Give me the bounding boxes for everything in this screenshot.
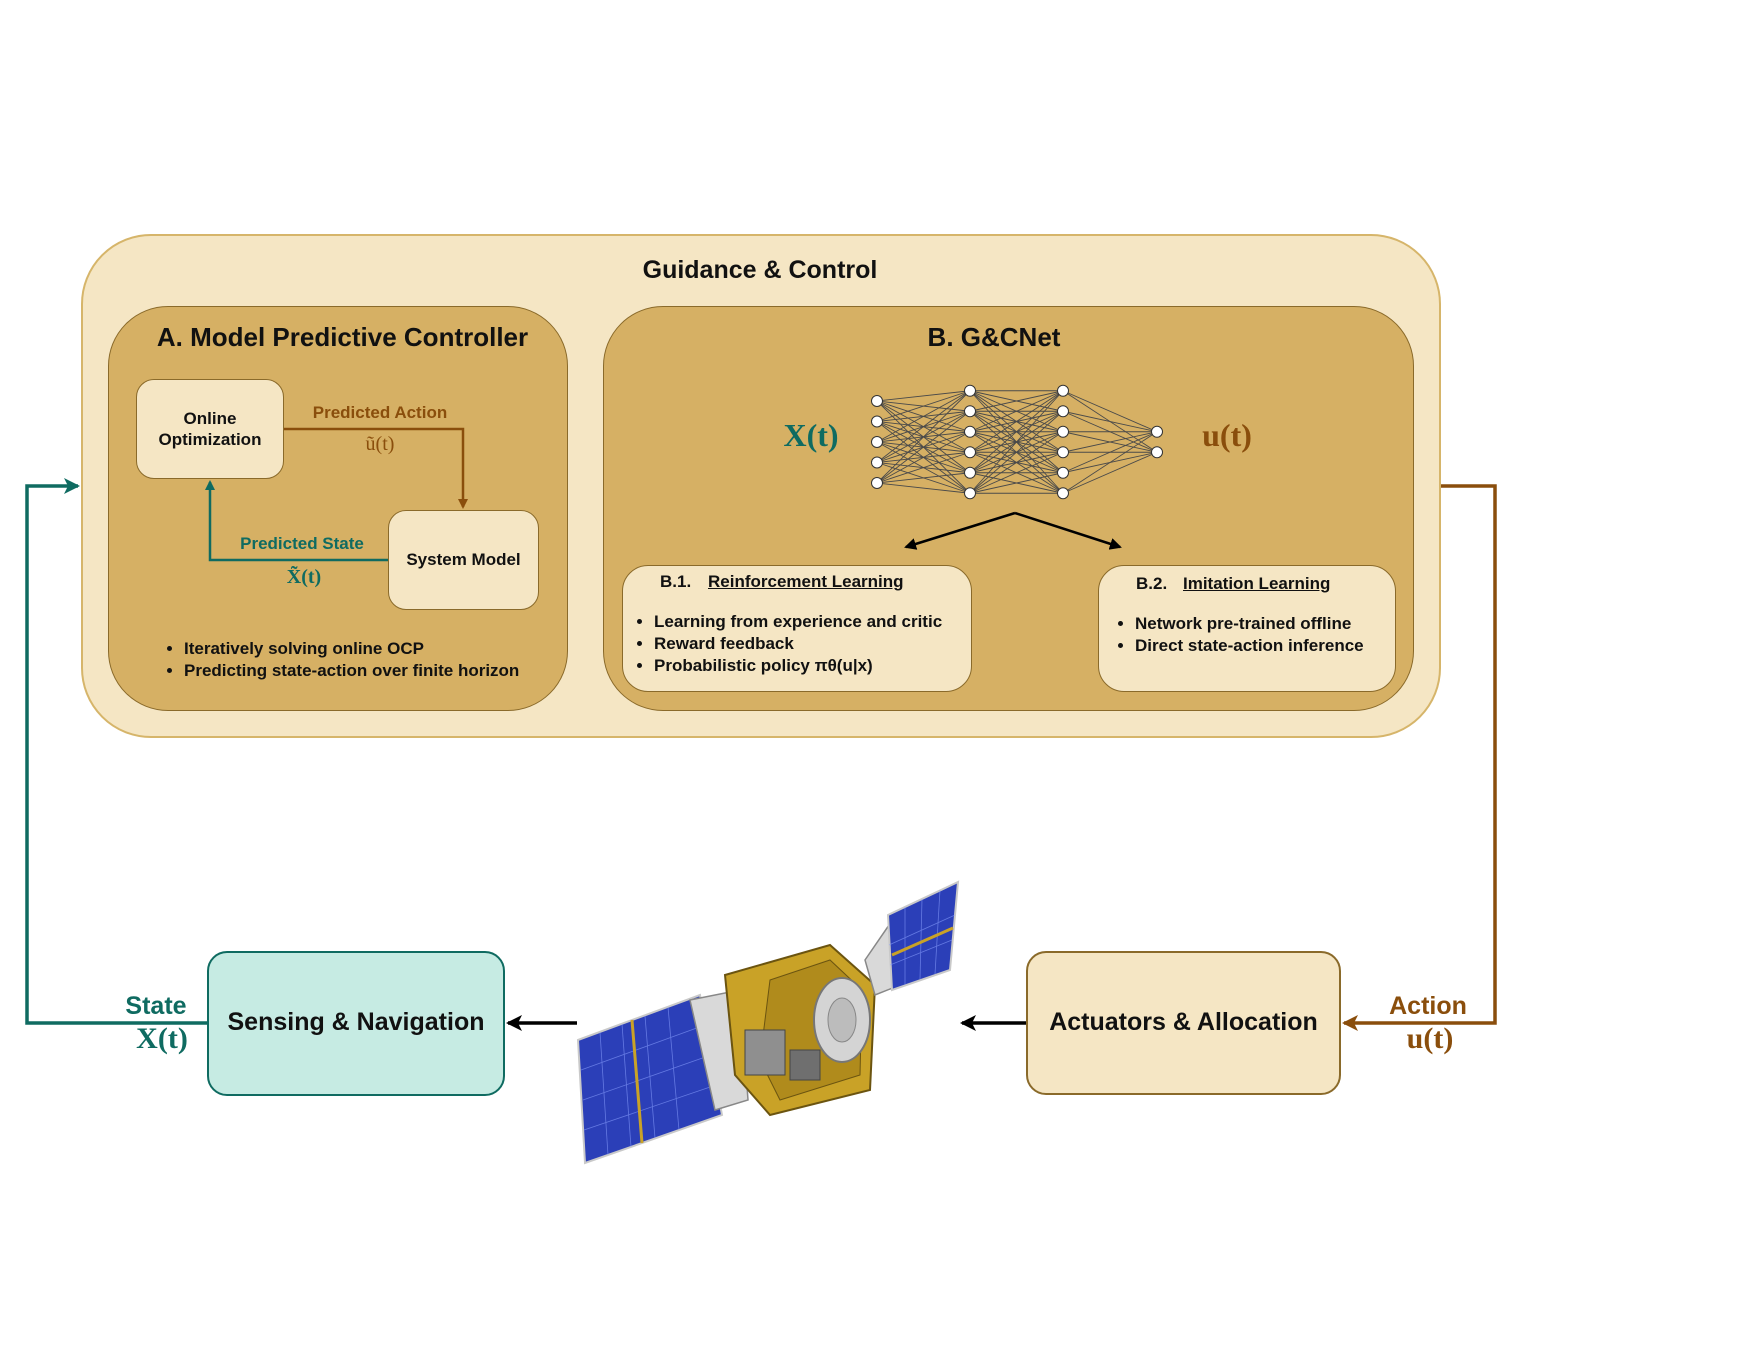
network-node xyxy=(964,446,976,459)
network-connection xyxy=(876,451,971,484)
network-connection xyxy=(969,431,1064,494)
il-bullet: Network pre-trained offline xyxy=(1135,613,1364,635)
network-node xyxy=(964,425,976,438)
actuators-allocation-box xyxy=(1026,951,1341,1095)
network-connection xyxy=(876,390,971,443)
online-optimization-label: Online Optimization xyxy=(158,409,262,449)
rl-title: Reinforcement Learning xyxy=(708,572,904,591)
network-node xyxy=(964,487,976,500)
neural-network xyxy=(871,384,1163,500)
network-connection xyxy=(876,390,971,402)
gcnet-input-symbol: X(t) xyxy=(783,417,839,453)
action-output-line xyxy=(1342,484,1497,1031)
rl-bullet: Learning from experience and critic xyxy=(654,611,942,633)
network-connection xyxy=(1062,410,1158,433)
sensing-navigation-label: Sensing & Navigation xyxy=(227,1008,485,1036)
network-connection xyxy=(876,482,971,494)
sensing-navigation-box xyxy=(207,951,505,1096)
network-connection xyxy=(1062,390,1158,433)
gcnet-title: B. G&CNet xyxy=(927,322,1061,352)
network-connection xyxy=(1062,451,1158,494)
network-node xyxy=(871,456,883,469)
rl-box xyxy=(622,565,972,692)
network-node xyxy=(1151,425,1163,438)
rl-bullet: Reward feedback xyxy=(654,633,942,655)
network-connection xyxy=(876,410,971,484)
state-symbol: X(t) xyxy=(136,1022,188,1055)
network-connection xyxy=(969,451,1064,494)
predicted-state-arrow xyxy=(205,480,388,562)
predicted-state-label: Predicted State xyxy=(240,534,364,553)
right-solar-panel xyxy=(886,880,960,992)
network-node xyxy=(1057,446,1069,459)
split-arrow-left xyxy=(904,511,1016,550)
network-connection xyxy=(1062,431,1158,494)
network-node xyxy=(1057,425,1069,438)
guidance-control-title: Guidance & Control xyxy=(642,256,878,284)
network-node xyxy=(964,384,976,397)
network-connection xyxy=(876,390,971,422)
network-node xyxy=(1057,384,1069,397)
action-symbol: u(t) xyxy=(1406,1022,1454,1055)
network-connection xyxy=(876,390,971,484)
network-connection xyxy=(876,390,971,463)
network-connection xyxy=(969,390,1064,453)
rl-bullet: Probabilistic policy πθ(u|x) xyxy=(654,655,942,677)
network-connection xyxy=(969,390,1064,433)
split-arrow-right xyxy=(1014,511,1122,550)
predicted-action-arrow xyxy=(284,427,468,509)
predicted-state-symbol: X̃(t) xyxy=(286,566,322,588)
il-bullet: Direct state-action inference xyxy=(1135,635,1364,657)
network-connection xyxy=(1062,431,1158,474)
il-number: B.2. xyxy=(1136,574,1168,593)
action-label: Action xyxy=(1389,992,1467,1020)
il-title: Imitation Learning xyxy=(1183,574,1331,593)
mpc-bullet: Predicting state-action over finite hori… xyxy=(184,660,519,682)
state-label: State xyxy=(125,992,187,1020)
mpc-panel xyxy=(108,306,568,711)
network-connection xyxy=(969,390,1064,494)
network-node xyxy=(964,405,976,418)
network-connection xyxy=(969,472,1064,494)
network-connection xyxy=(969,390,1064,474)
network-node xyxy=(1057,405,1069,418)
rl-bullets: Learning from experience and critic Rewa… xyxy=(632,611,942,677)
mpc-bullets: Iteratively solving online OCP Predictin… xyxy=(162,638,519,682)
network-node xyxy=(871,395,883,407)
actuators-allocation-label: Actuators & Allocation xyxy=(1049,1008,1318,1036)
network-node xyxy=(964,466,976,479)
network-connection xyxy=(1062,431,1158,453)
mpc-bullet: Iteratively solving online OCP xyxy=(184,638,519,660)
system-model-label: System Model xyxy=(406,550,521,569)
network-connection xyxy=(876,472,971,484)
online-optimization-box xyxy=(136,379,284,479)
state-feedback-line xyxy=(25,478,207,1025)
network-connection xyxy=(969,390,1064,412)
network-node xyxy=(1151,446,1163,459)
network-connection xyxy=(969,410,1064,494)
network-node xyxy=(871,477,883,489)
il-box xyxy=(1098,565,1396,692)
gcnet-output-symbol: u(t) xyxy=(1202,417,1252,453)
network-node xyxy=(871,436,883,448)
network-connection xyxy=(876,431,971,484)
system-model-box xyxy=(388,510,539,610)
rl-number: B.1. xyxy=(660,572,692,591)
satellite-illustration xyxy=(576,880,960,1165)
network-node xyxy=(871,415,883,428)
predicted-action-label: Predicted Action xyxy=(312,403,448,422)
network-node xyxy=(1057,466,1069,479)
predicted-action-symbol: ũ(t) xyxy=(365,433,395,455)
il-bullets: Network pre-trained offline Direct state… xyxy=(1113,613,1364,657)
network-node xyxy=(1057,487,1069,500)
mpc-title: A. Model Predictive Controller xyxy=(156,322,529,352)
